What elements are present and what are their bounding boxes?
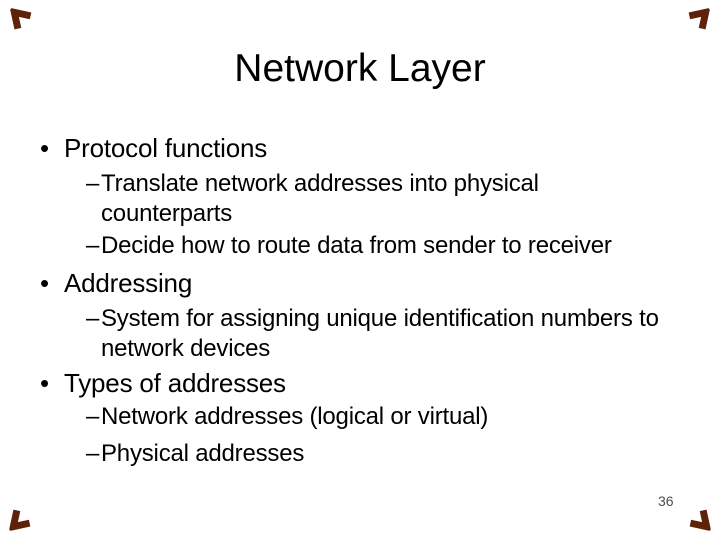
bullet-text: Types of addresses [64, 368, 286, 398]
slide-title: Network Layer [234, 47, 486, 90]
slide-page-number: 36 [658, 493, 674, 509]
dash-bullet-icon: – [86, 170, 100, 197]
corner-accent-top-left-icon [9, 7, 32, 30]
sub-bullet-text: Physical addresses [101, 440, 305, 467]
corner-accent-bottom-right-icon [689, 509, 712, 532]
sub-bullet-decide-route: – Decide how to route data from sender t… [86, 231, 612, 261]
sub-bullet-system-assigning: – System for assigning unique identifica… [86, 304, 659, 364]
sub-bullet-text: System for assigning unique identificati… [101, 305, 659, 362]
sub-bullet-text: Network addresses (logical or virtual) [101, 403, 489, 430]
sub-bullet-translate-addresses: – Translate network addresses into physi… [86, 169, 539, 229]
bullet-dot-icon: • [40, 268, 49, 298]
bullet-dot-icon: • [40, 133, 49, 163]
sub-bullet-text: Decide how to route data from sender to … [101, 232, 612, 259]
bullet-text: Protocol functions [64, 133, 268, 163]
bullet-item-types-of-addresses: • Types of addresses [40, 364, 286, 402]
bullet-dot-icon: • [40, 368, 49, 398]
bullet-item-addressing: • Addressing [40, 264, 192, 302]
bullet-item-protocol-functions: • Protocol functions [40, 129, 267, 167]
corner-accent-bottom-left-icon [8, 509, 31, 532]
sub-bullet-text: Translate network addresses into physica… [101, 170, 539, 227]
dash-bullet-icon: – [86, 232, 100, 259]
dash-bullet-icon: – [86, 440, 100, 467]
dash-bullet-icon: – [86, 403, 100, 430]
sub-bullet-network-addresses: – Network addresses (logical or virtual) [86, 402, 488, 432]
sub-bullet-physical-addresses: – Physical addresses [86, 439, 304, 469]
bullet-text: Addressing [64, 268, 193, 298]
dash-bullet-icon: – [86, 305, 100, 332]
corner-accent-top-right-icon [688, 7, 711, 30]
